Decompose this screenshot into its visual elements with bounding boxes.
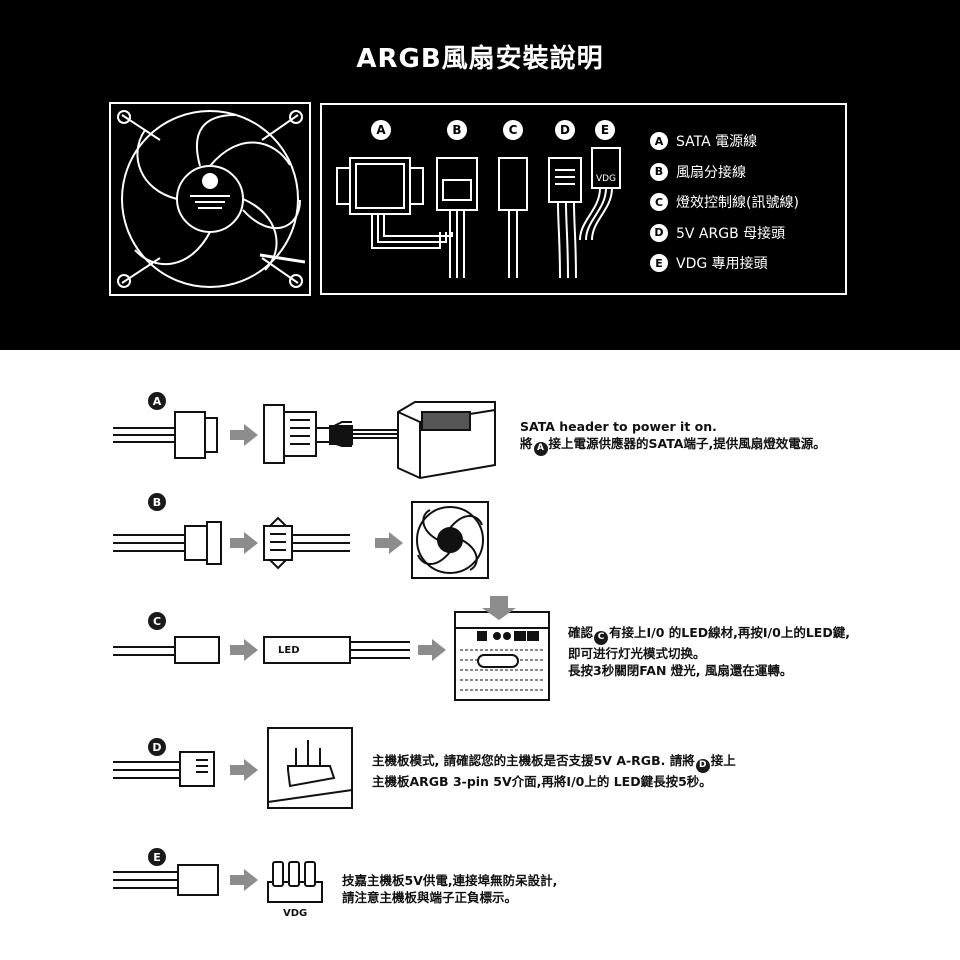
step-d-line2: 主機板ARGB 3-pin 5V介面,再將I/0上的 LED鍵長按5秒。 (372, 773, 712, 789)
connector-letter-e: E (601, 123, 609, 137)
fan-splitter-connector-icon (436, 157, 478, 278)
step-a-badge: A (148, 392, 166, 410)
step-c-line1-pre: 確認 (568, 625, 594, 640)
step-c-badge: C (148, 612, 166, 630)
step-c-line3: 長按3秒關閉FAN 燈光, 風扇還在運轉。 (568, 662, 793, 678)
led-label: LED (278, 645, 300, 656)
argb-connector-icon (548, 157, 582, 279)
step-c-line2: 即可进行灯光模式切换。 (568, 645, 706, 661)
connector-box (320, 103, 847, 295)
connector-letter-b: B (452, 123, 461, 137)
vdg-label: VDG (283, 908, 308, 919)
top-illustration: A B C D E VDG (109, 102, 847, 296)
step-a-line2-post: 接上電源供應器的SATA端子,提供風扇燈效電源。 (548, 436, 826, 451)
step-a-line2-pre: 將 (520, 436, 533, 451)
legend-badge: B (650, 162, 668, 181)
connector-letter-a: A (376, 123, 386, 137)
legend-item: A SATA 電源線 (650, 126, 799, 157)
fan-illustration (109, 102, 311, 296)
step-d-line1-post: 接上 (710, 753, 736, 768)
legend-text: 風扇分接線 (676, 164, 746, 181)
step-a-illustration (113, 401, 496, 480)
legend-badge: D (650, 223, 668, 242)
connector-letter-c: C (509, 123, 518, 137)
fan-logo-icon (202, 173, 218, 189)
legend-item: D 5V ARGB 母接頭 (650, 218, 799, 249)
vdg-tag: VDG (596, 174, 616, 184)
legend-text: SATA 電源線 (676, 134, 758, 151)
legend-item: E VDG 專用接頭 (650, 248, 799, 279)
step-e-line1: 技嘉主機板5V供電,連接埠無防呆設計, (342, 873, 558, 888)
legend-badge: E (650, 254, 668, 273)
step-b-badge: B (148, 493, 166, 511)
step-d-inline-badge: D (695, 758, 710, 773)
step-c-illustration (113, 611, 550, 701)
vdg-connector-icon (579, 147, 621, 241)
step-b-illustration (113, 501, 489, 579)
connector-letters (371, 120, 615, 140)
sata-connector-icon (336, 157, 453, 249)
step-c-line1-post: 有接上I/0 的LED線材,再按I/0上的LED鍵, (609, 625, 850, 640)
step-d-illustration (113, 727, 353, 809)
legend-badge: C (650, 193, 668, 212)
step-e-line2: 請注意主機板與端子正負標示。 (342, 890, 518, 905)
step-d-badge: D (148, 738, 166, 756)
connector-letter-d: D (560, 123, 570, 137)
step-a-inline-badge: A (533, 441, 548, 456)
legend-text: 5V ARGB 母接頭 (676, 225, 786, 242)
page-title: ARGB風扇安裝說明 (356, 44, 604, 74)
legend-text: VDG 專用接頭 (676, 256, 768, 273)
step-a-line1: SATA header to power it on. (520, 419, 717, 434)
steps-illustration (113, 401, 550, 903)
step-e-badge: E (148, 848, 166, 866)
legend-badge: A (650, 132, 668, 151)
step-c-inline-badge: C (594, 630, 609, 645)
legend-item: C 燈效控制線(訊號線) (650, 187, 799, 218)
legend-item: B 風扇分接線 (650, 157, 799, 188)
step-d-line1-pre: 主機板模式, 請確認您的主機板是否支援5V A-RGB. 請將 (372, 753, 695, 768)
connector-legend: A SATA 電源線 B 風扇分接線 C 燈效控制線(訊號線) D 5V ARG… (650, 126, 799, 279)
header-panel (0, 0, 960, 350)
legend-text: 燈效控制線(訊號線) (676, 195, 799, 212)
led-control-connector-icon (498, 157, 528, 278)
step-e-illustration (113, 861, 323, 903)
step-e-description: 技嘉主機板5V供電,連接埠無防呆設計, 請注意主機板與端子正負標示。 (342, 872, 557, 906)
